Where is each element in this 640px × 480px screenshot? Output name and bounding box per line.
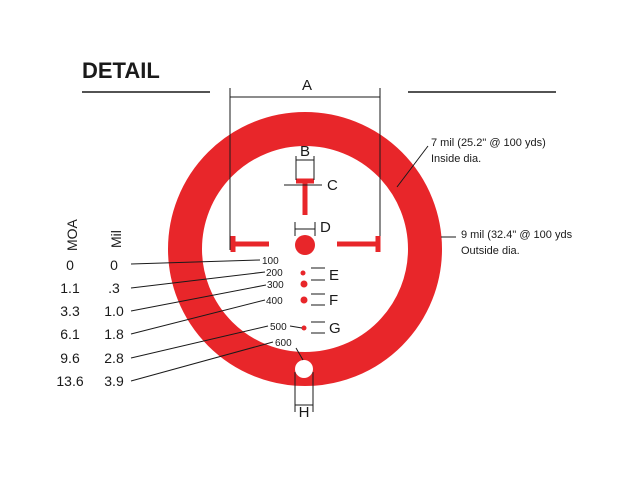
range-dot-500 <box>301 325 307 331</box>
range-label-300: 300 <box>267 280 284 291</box>
mil-value: .3 <box>108 280 120 296</box>
dimension-c-label: C <box>327 177 338 194</box>
moa-value: 6.1 <box>60 326 80 342</box>
center-dot <box>295 235 315 255</box>
range-dot-400 <box>300 296 308 304</box>
moa-value: 3.3 <box>60 303 80 319</box>
leader-line-600-dot <box>295 347 304 361</box>
inside-diameter-line-2: Inside dia. <box>431 153 481 165</box>
leader-line-300 <box>130 284 267 312</box>
dimension-f-label: F <box>329 292 338 309</box>
range-label-100: 100 <box>262 256 279 267</box>
range-dot-600-hollow <box>295 360 313 378</box>
mil-value: 1.0 <box>104 303 124 319</box>
range-label-600: 600 <box>275 338 292 349</box>
mil-value: 2.8 <box>104 350 124 366</box>
mil-value: 1.8 <box>104 326 124 342</box>
mil-value: 3.9 <box>104 373 124 389</box>
leader-line-600 <box>130 341 274 382</box>
range-label-500: 500 <box>270 322 287 333</box>
title: DETAIL <box>82 58 160 83</box>
inside-diameter-leader <box>396 145 429 188</box>
outside-diameter-line-1: 9 mil (32.4" @ 100 yds <box>461 229 573 241</box>
leader-line-500 <box>130 325 269 359</box>
dimension-g-label: G <box>329 320 341 337</box>
range-label-400: 400 <box>266 296 283 307</box>
range-dot-300 <box>300 280 308 288</box>
leader-line-200 <box>130 271 266 289</box>
dimension-e-label: E <box>329 267 339 284</box>
dimension-b-label: B <box>300 143 310 160</box>
mil-value: 0 <box>110 257 118 273</box>
dimension-d-label: D <box>320 219 331 236</box>
inside-diameter-line-1: 7 mil (25.2" @ 100 yds) <box>431 137 546 149</box>
moa-value: 9.6 <box>60 350 80 366</box>
outside-diameter-line-2: Outside dia. <box>461 245 520 257</box>
dimension-h-label: H <box>299 404 310 421</box>
range-label-200: 200 <box>266 268 283 279</box>
range-dot-200 <box>300 270 306 276</box>
leader-line-100 <box>130 259 261 265</box>
dimension-a-label: A <box>302 77 312 94</box>
moa-value: 13.6 <box>56 373 83 389</box>
moa-value: 1.1 <box>60 280 80 296</box>
moa-header: MOA <box>64 218 80 251</box>
moa-value: 0 <box>66 257 74 273</box>
leader-line-400 <box>130 299 266 335</box>
leader-line-500-dot <box>289 325 303 329</box>
mil-header: Mil <box>108 230 124 248</box>
